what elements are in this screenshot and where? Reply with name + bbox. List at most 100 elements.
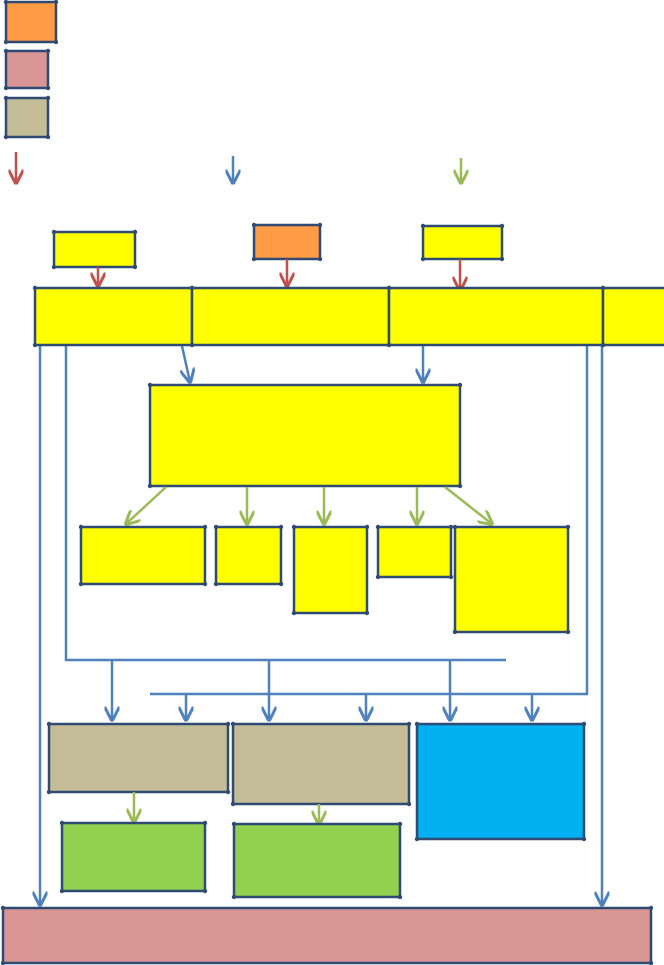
corner-marker (375, 574, 381, 580)
corner-marker (565, 629, 571, 635)
corner-marker (581, 721, 587, 727)
corner-marker (278, 581, 284, 587)
corner-marker (132, 264, 138, 270)
corner-marker (231, 894, 237, 900)
green-arrow-1 (126, 486, 167, 524)
corner-marker (448, 574, 454, 580)
top-band-segment-4 (601, 286, 664, 347)
top-band-segment-2 (190, 286, 391, 347)
blue-box-right (415, 722, 586, 841)
corner-marker (45, 95, 51, 101)
inputs (52, 223, 504, 290)
legend (4, 0, 461, 183)
corner-marker (225, 721, 231, 727)
corner-marker (53, 0, 59, 5)
corner-marker (189, 342, 195, 348)
corner-marker (45, 134, 51, 140)
corner-marker (53, 39, 59, 45)
corner-marker (32, 285, 38, 291)
corner-marker (202, 581, 208, 587)
input-box-center (252, 223, 322, 261)
corner-marker (375, 524, 381, 530)
corner-marker (317, 256, 323, 262)
input-box-left (52, 230, 137, 269)
corner-marker (78, 581, 84, 587)
corner-marker (147, 382, 153, 388)
corner-marker (59, 820, 65, 826)
corner-marker (0, 905, 6, 911)
orange-swatch (4, 0, 58, 44)
corner-marker (45, 48, 51, 54)
corner-marker (189, 285, 195, 291)
corner-marker (452, 629, 458, 635)
corner-marker (397, 821, 403, 827)
input-box-right (421, 224, 504, 261)
child-box-1 (79, 525, 207, 586)
corner-marker (420, 256, 426, 262)
corner-marker (414, 836, 420, 842)
green-arrows-upper (126, 486, 492, 524)
corner-marker (3, 134, 9, 140)
top-band-segment-1 (33, 286, 194, 347)
corner-marker (406, 801, 412, 807)
corner-marker (59, 888, 65, 894)
corner-marker (648, 905, 654, 911)
corner-marker (202, 524, 208, 530)
corner-marker (499, 256, 505, 262)
corner-marker (397, 894, 403, 900)
blue-connectors (40, 345, 602, 905)
corner-marker (457, 483, 463, 489)
corner-marker (251, 256, 257, 262)
top-band (33, 286, 664, 347)
child-box-4 (376, 525, 453, 579)
corner-marker (0, 960, 6, 965)
corner-marker (291, 610, 297, 616)
corner-marker (364, 524, 370, 530)
corner-marker (132, 229, 138, 235)
blue-bus-lower (150, 346, 589, 696)
green-box-center (232, 822, 402, 899)
top-band-segment-3 (387, 286, 605, 347)
corner-marker (32, 342, 38, 348)
corner-marker (648, 960, 654, 965)
corner-marker (420, 223, 426, 229)
corner-marker (46, 721, 52, 727)
corner-marker (581, 836, 587, 842)
child-box-3 (292, 525, 369, 615)
bottom-pink-band (1, 906, 653, 965)
child-box-2 (214, 525, 283, 586)
corner-marker (230, 721, 236, 727)
corner-marker (251, 222, 257, 228)
corner-marker (45, 85, 51, 91)
corner-marker (3, 48, 9, 54)
corner-marker (230, 801, 236, 807)
corner-marker (448, 524, 454, 530)
corner-marker (600, 285, 606, 291)
corner-marker (3, 85, 9, 91)
corner-marker (51, 229, 57, 235)
tan-swatch (4, 96, 50, 139)
green-box-left (60, 821, 207, 893)
corner-marker (147, 483, 153, 489)
blue-bus-upper (64, 346, 506, 662)
corner-marker (565, 524, 571, 530)
corner-marker (78, 524, 84, 530)
corner-marker (600, 342, 606, 348)
corner-marker (213, 524, 219, 530)
corner-marker (231, 821, 237, 827)
corner-marker (3, 0, 9, 5)
corner-marker (225, 789, 231, 795)
corner-marker (46, 789, 52, 795)
corner-marker (202, 820, 208, 826)
corner-marker (3, 39, 9, 45)
child-boxes (79, 525, 570, 634)
tan-box-left (47, 722, 230, 794)
corner-marker (386, 342, 392, 348)
child-box-5 (453, 525, 570, 634)
corner-marker (202, 888, 208, 894)
green-arrow-5 (444, 486, 492, 524)
corner-marker (499, 223, 505, 229)
corner-marker (457, 382, 463, 388)
